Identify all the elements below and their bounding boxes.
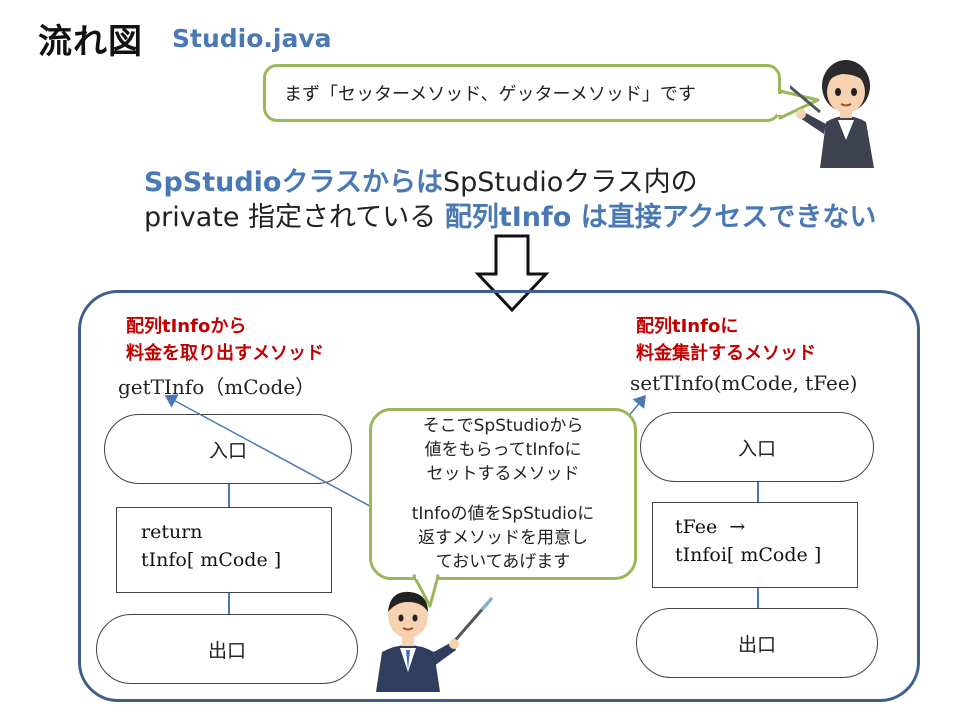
left-method-signature: getTInfo（mCode）: [118, 375, 316, 399]
speech-bubble-top: まず「セッターメソッド、ゲッターメソッド」です: [263, 64, 781, 122]
center-bubble-line-5: 返すメソッドを用意し: [418, 528, 588, 548]
left-desc-line-1: 配列tInfoから: [126, 316, 247, 337]
right-process-line-2: tInfoi[ mCode ]: [675, 544, 822, 566]
speech-bubble-tail-center: [412, 573, 440, 608]
left-flow-end: 出口: [96, 614, 358, 684]
right-desc-line-2: 料金集計するメソッド: [636, 343, 816, 364]
statement-line-1: SpStudioクラスからはSpStudioクラス内の: [144, 160, 698, 199]
left-desc-line-2: 料金を取り出すメソッド: [126, 343, 324, 364]
left-flow-connector-1: [228, 482, 230, 508]
right-flow-process: tFee → tInfoi[ mCode ]: [652, 502, 858, 588]
left-method-description: 配列tInfoから 料金を取り出すメソッド: [126, 313, 324, 367]
left-flow-start: 入口: [104, 414, 352, 484]
statement-highlight-1: SpStudioクラスからは: [144, 167, 443, 198]
center-bubble-line-6: ておいてあげます: [435, 552, 571, 572]
file-name: Studio.java: [172, 24, 332, 53]
center-bubble-line-1: そこでSpStudioから: [422, 416, 584, 436]
page-title: 流れ図: [38, 22, 143, 62]
right-flow-start-label: 入口: [737, 437, 776, 460]
statement-highlight-2: 配列tInfo は直接アクセスできない: [444, 202, 877, 233]
statement-text-1: SpStudioクラス内の: [442, 167, 698, 198]
center-bubble-line-2: 値をもらってtInfoに: [424, 440, 582, 460]
right-flow-connector-1: [757, 482, 759, 502]
right-process-line-1: tFee →: [675, 516, 746, 538]
teacher-man-icon: [376, 591, 494, 692]
center-bubble-line-3: セットするメソッド: [426, 464, 580, 484]
left-flow-process: return tInfo[ mCode ]: [116, 507, 332, 593]
flowchart-panel: [78, 290, 920, 702]
right-method-signature: setTInfo(mCode, tFee): [630, 371, 858, 395]
left-process-line-1: return: [141, 521, 203, 543]
speech-bubble-center: そこでSpStudioから 値をもらってtInfoに セットするメソッド tIn…: [369, 408, 637, 580]
right-desc-line-1: 配列tInfoに: [636, 316, 739, 337]
left-flow-connector-2: [228, 592, 230, 616]
statement-line-2: private 指定されている 配列tInfo は直接アクセスできない: [144, 195, 876, 234]
right-flow-start: 入口: [640, 412, 874, 482]
right-flow-end-label: 出口: [737, 633, 776, 656]
right-flow-end: 出口: [636, 608, 878, 678]
statement-text-2: private 指定されている: [144, 202, 437, 233]
center-bubble-line-4: tInfoの値をSpStudioに: [411, 504, 595, 524]
right-method-description: 配列tInfoに 料金集計するメソッド: [636, 313, 816, 367]
right-flow-connector-2: [757, 588, 759, 610]
left-flow-end-label: 出口: [207, 639, 246, 662]
teacher-woman-icon: [790, 60, 874, 168]
pointer-to-get-method: [164, 394, 393, 519]
center-bubble-spacer: [372, 486, 634, 502]
left-process-line-2: tInfo[ mCode ]: [141, 549, 282, 571]
speech-bubble-top-text: まず「セッターメソッド、ゲッターメソッド」です: [284, 84, 696, 105]
left-flow-start-label: 入口: [208, 439, 247, 462]
